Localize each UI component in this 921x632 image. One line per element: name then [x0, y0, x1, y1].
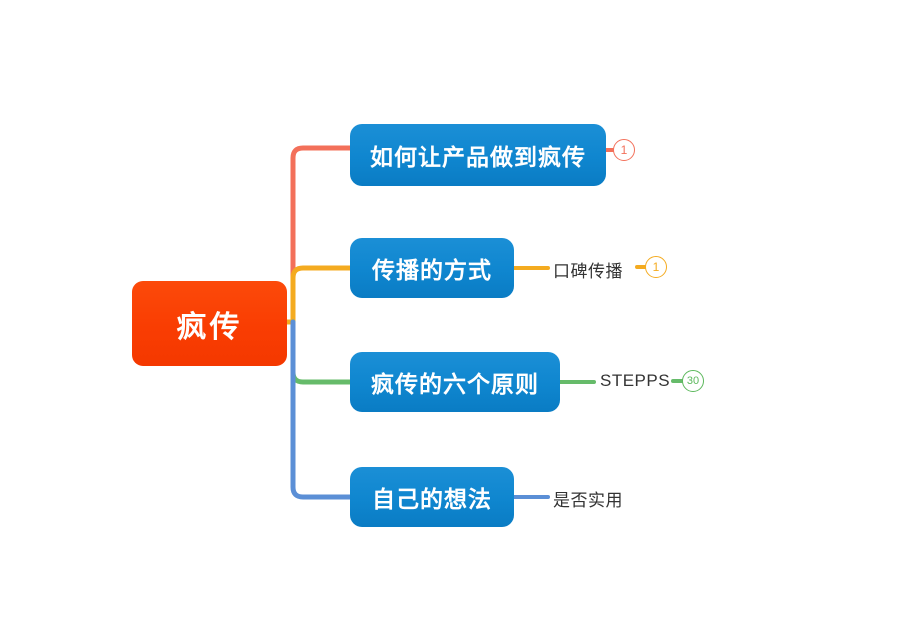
connector-branch-1: [290, 145, 353, 325]
connector-branch-3: [290, 319, 353, 385]
mindmap-branch-node-1[interactable]: 如何让产品做到疯传: [350, 124, 606, 186]
mindmap-leaf-label-2[interactable]: 口碑传播: [553, 262, 623, 281]
mindmap-leaf-label-4[interactable]: 是否实用: [553, 491, 623, 510]
branch-node-2-label: 传播的方式: [372, 257, 492, 283]
branch-3-count-badge[interactable]: 30: [682, 370, 704, 392]
branch-node-1-label: 如何让产品做到疯传: [370, 144, 586, 170]
mindmap-branch-node-3[interactable]: 疯传的六个原则: [350, 352, 560, 412]
mindmap-branch-node-4[interactable]: 自己的想法: [350, 467, 514, 527]
branch-1-count-badge[interactable]: 1: [613, 139, 635, 161]
connector-branch-4: [290, 319, 353, 500]
mindmap-branch-node-2[interactable]: 传播的方式: [350, 238, 514, 298]
mindmap-leaf-label-3[interactable]: STEPPS: [600, 371, 671, 390]
branch-node-4-label: 自己的想法: [372, 486, 492, 512]
root-node-label: 疯传: [176, 310, 243, 344]
branch-2-count-badge[interactable]: 1: [645, 256, 667, 278]
connector-branch-2: [290, 265, 353, 325]
mindmap-root-node[interactable]: 疯传: [132, 281, 287, 366]
branch-node-3-label: 疯传的六个原则: [371, 371, 539, 397]
